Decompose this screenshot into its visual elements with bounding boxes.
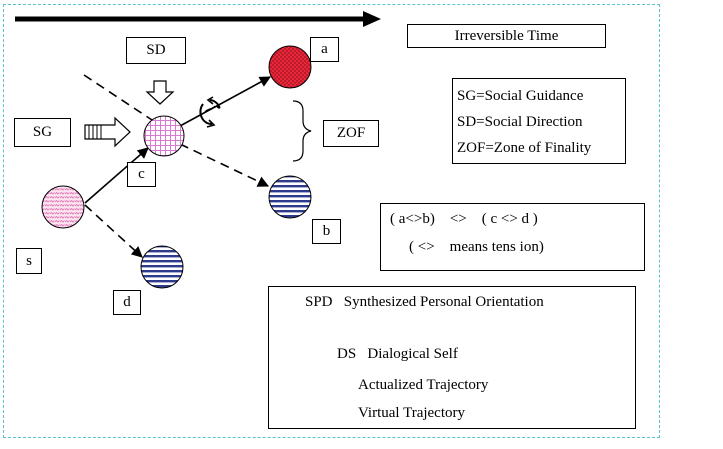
sg-hollow-arrow	[84, 116, 131, 148]
legend-actualized-text: Actualized Trajectory	[358, 377, 489, 393]
definitions-box: SG=Social Guidance SD=Social Direction Z…	[452, 78, 626, 164]
tension-box: ( a<>b) <> ( c <> d ) ( <> means tens io…	[380, 203, 645, 271]
node-s-circle	[41, 185, 85, 229]
tension-line-2: ( <> means tens ion)	[409, 239, 544, 255]
node-d-label: d	[113, 290, 141, 315]
legend-spd-text: SPD Synthesized Personal Orientation	[305, 294, 544, 310]
node-d-circle	[140, 245, 184, 289]
node-sd-label: SD	[126, 37, 186, 64]
legend-box: SPD Synthesized Personal Orientation DS …	[268, 286, 636, 429]
node-c-label: c	[127, 162, 156, 187]
node-sg-label: SG	[14, 118, 71, 147]
node-c-circle	[143, 115, 185, 157]
legend-ds-text: DS Dialogical Self	[337, 346, 458, 362]
trajectories	[83, 74, 271, 258]
legend-virtual-text: Virtual Trajectory	[358, 405, 465, 421]
diagram-frame	[3, 4, 660, 438]
dialogical-self-icon	[199, 96, 221, 128]
definition-zof: ZOF=Zone of Finality	[457, 140, 592, 156]
node-b-circle	[268, 175, 312, 219]
zof-brace	[292, 100, 312, 162]
irreversible-time-label: Irreversible Time	[407, 24, 606, 48]
zof-label: ZOF	[323, 120, 379, 147]
node-a-label: a	[310, 37, 339, 62]
tension-line-1: ( a<>b) <> ( c <> d )	[390, 211, 538, 227]
node-b-label: b	[312, 219, 341, 244]
node-s-label: s	[16, 248, 42, 274]
definition-sd: SD=Social Direction	[457, 114, 583, 130]
sd-hollow-arrow	[145, 80, 175, 105]
node-a-circle	[268, 45, 312, 89]
irreversible-time-arrow	[15, 11, 381, 27]
definition-sg: SG=Social Guidance	[457, 88, 584, 104]
